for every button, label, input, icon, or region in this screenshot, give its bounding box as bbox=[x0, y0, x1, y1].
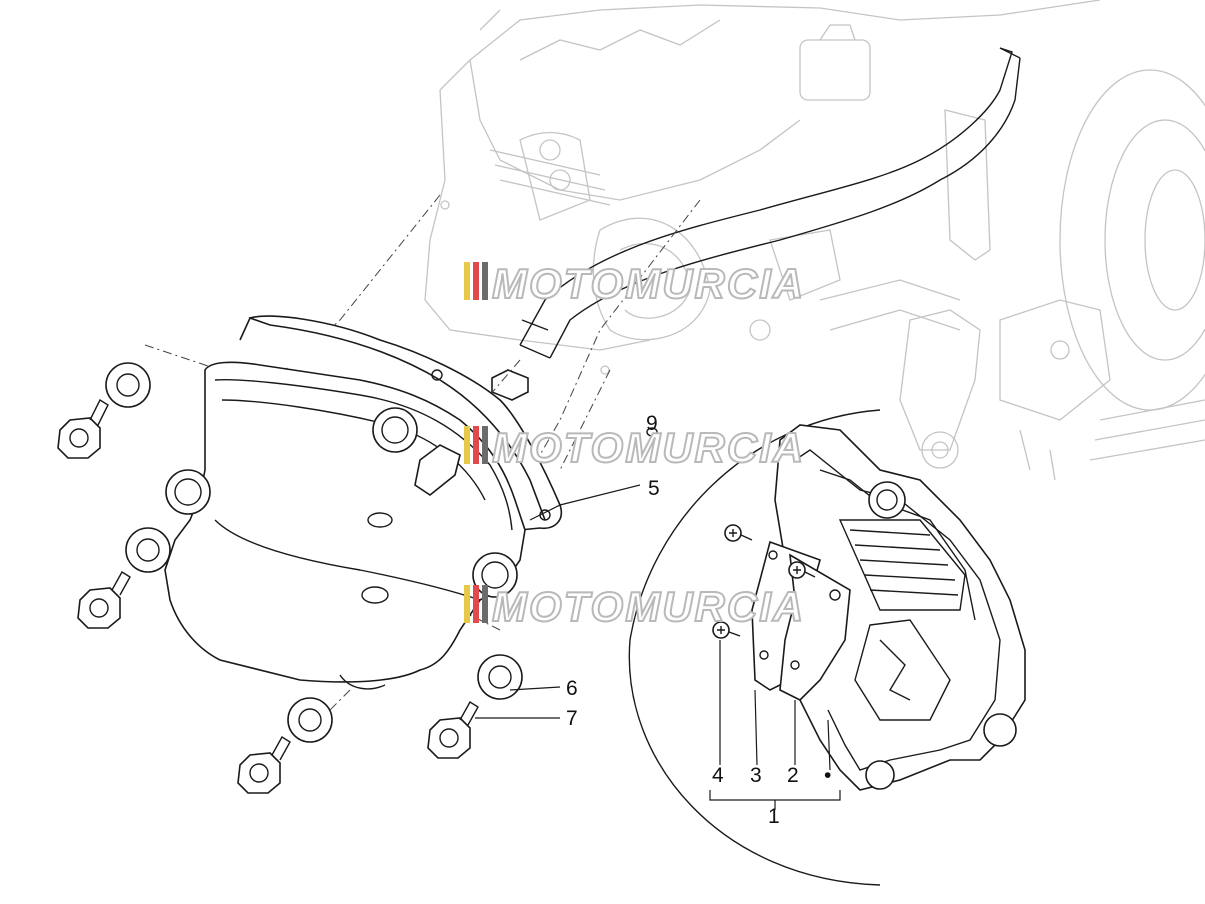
washer-right bbox=[477, 654, 523, 700]
callout-7: 7 bbox=[566, 707, 578, 730]
watermark-middle: MOTOMURCIA bbox=[464, 423, 805, 472]
callout-4: 4 bbox=[712, 764, 724, 787]
watermark-text-bottom: MOTOMURCIA bbox=[492, 583, 805, 630]
callout-6: 6 bbox=[566, 677, 578, 700]
detail-inset bbox=[628, 409, 1026, 886]
bolt-top-left bbox=[57, 398, 109, 459]
valve-cover bbox=[164, 315, 562, 690]
watermark-top: MOTOMURCIA bbox=[464, 259, 805, 308]
small-ring-part bbox=[646, 427, 658, 437]
watermark-bottom: MOTOMURCIA bbox=[464, 582, 805, 631]
callout-5: 5 bbox=[648, 477, 660, 500]
bolt-right bbox=[427, 701, 479, 759]
callout-3: 3 bbox=[750, 764, 762, 787]
callout-9: 9 bbox=[646, 412, 658, 435]
bolt-bottom-left bbox=[237, 736, 291, 794]
washer-top-left bbox=[105, 362, 151, 408]
watermark-text-middle: MOTOMURCIA bbox=[492, 424, 805, 471]
callout-bullet: • bbox=[824, 764, 831, 787]
callout-2: 2 bbox=[787, 764, 799, 787]
watermark-text-top: MOTOMURCIA bbox=[492, 260, 805, 307]
washer-bottom-left bbox=[287, 697, 333, 743]
leader-lines bbox=[475, 484, 841, 810]
bolt-mid-left bbox=[77, 571, 131, 629]
washer-mid-left bbox=[125, 527, 171, 573]
callout-1: 1 bbox=[768, 805, 780, 828]
engine-assembly-background bbox=[424, 0, 1205, 481]
